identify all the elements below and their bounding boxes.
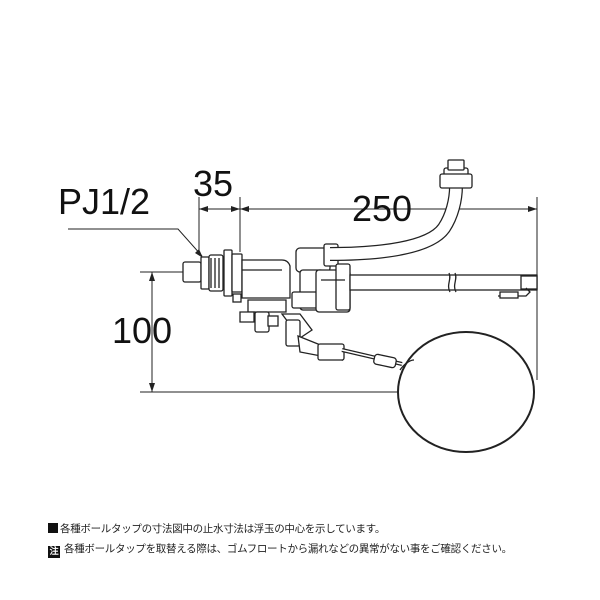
pj-leader-line — [68, 228, 203, 257]
arm-housing — [315, 263, 351, 313]
float-arm-pipe — [349, 272, 538, 299]
arrow-pj-leader — [195, 249, 203, 258]
note-line-2: 注各種ボールタップを取替える際は、ゴムフロートから漏れなどの異常がない事をご確認… — [48, 539, 593, 559]
lever-linkage — [254, 311, 345, 361]
ball-tap-assembly — [182, 159, 538, 453]
dim-label-100: 100 — [112, 310, 172, 351]
arrow-100-bottom — [149, 383, 155, 392]
dimension-arrows — [149, 206, 537, 392]
dim-label-pj: PJ1/2 — [58, 181, 150, 222]
note-2-text: 各種ボールタップを取替える際は、ゴムフロートから漏れなどの異常がない事をご確認く… — [64, 543, 512, 555]
valve-body — [239, 259, 291, 323]
inlet-fitting — [182, 249, 243, 303]
notes-block: 各種ボールタップの寸法図中の止水寸法は浮玉の中心を示しています。 注各種ボールタ… — [48, 519, 593, 559]
arrow-250-left — [240, 206, 249, 212]
arrow-35-left — [199, 206, 208, 212]
note-line-1: 各種ボールタップの寸法図中の止水寸法は浮玉の中心を示しています。 — [48, 519, 593, 539]
note-mark-icon: 注 — [48, 546, 60, 558]
dim-label-35: 35 — [193, 163, 233, 204]
float-rod — [341, 348, 403, 369]
hose-top-nut — [439, 159, 473, 189]
float-ball — [397, 331, 535, 453]
arrow-100-top — [149, 272, 155, 281]
square-bullet-icon — [48, 523, 58, 533]
arrow-250-right — [528, 206, 537, 212]
arrow-35-right — [231, 206, 240, 212]
note-1-text: 各種ボールタップの寸法図中の止水寸法は浮玉の中心を示しています。 — [60, 523, 386, 535]
dim-label-250: 250 — [352, 188, 412, 229]
